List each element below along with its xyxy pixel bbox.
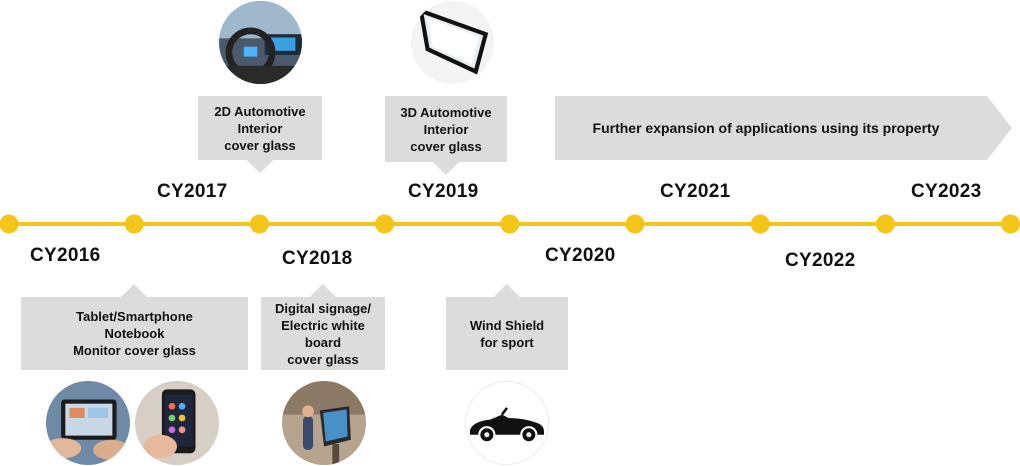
- expansion-arrow: [555, 96, 1012, 160]
- year-label-cy2017: CY2017: [157, 181, 228, 202]
- timeline-nodes: [0, 214, 1020, 234]
- callout-tablet-smartphone: Tablet/Smartphone Notebook Monitor cover…: [21, 284, 248, 370]
- callout-2d-automotive: 2D Automotive Interior cover glass: [198, 96, 322, 173]
- car-interior-photo: [219, 1, 302, 84]
- expansion-arrow-label: Further expansion of applications using …: [592, 120, 940, 136]
- callout-3d-automotive: 3D Automotive Interior cover glass: [385, 96, 507, 175]
- callout-digital-signage: Digital signage/ Electric white board co…: [261, 284, 385, 370]
- year-label-cy2019: CY2019: [408, 181, 479, 202]
- year-label-cy2016: CY2016: [30, 245, 101, 266]
- curved-glass-photo: [411, 1, 494, 84]
- tablet-photo: [46, 381, 130, 465]
- timeline-node: [375, 214, 395, 234]
- convertible-car-icon: [465, 381, 549, 465]
- timeline-node: [1001, 214, 1020, 234]
- callout-wind-shield: Wind Shield for sport: [446, 284, 568, 370]
- year-label-cy2023: CY2023: [911, 181, 982, 202]
- timeline-node: [124, 214, 144, 234]
- digital-signage-photo: [282, 381, 366, 465]
- year-label-cy2018: CY2018: [282, 248, 353, 269]
- year-label-cy2020: CY2020: [545, 245, 616, 266]
- year-label-cy2021: CY2021: [660, 181, 731, 202]
- timeline-node: [625, 214, 645, 234]
- timeline-node: [875, 214, 895, 234]
- timeline-node: [500, 214, 520, 234]
- timeline-node: [0, 214, 19, 234]
- timeline-node: [750, 214, 770, 234]
- timeline-node: [249, 214, 269, 234]
- year-label-cy2022: CY2022: [785, 250, 856, 271]
- smartphone-photo: [135, 381, 219, 465]
